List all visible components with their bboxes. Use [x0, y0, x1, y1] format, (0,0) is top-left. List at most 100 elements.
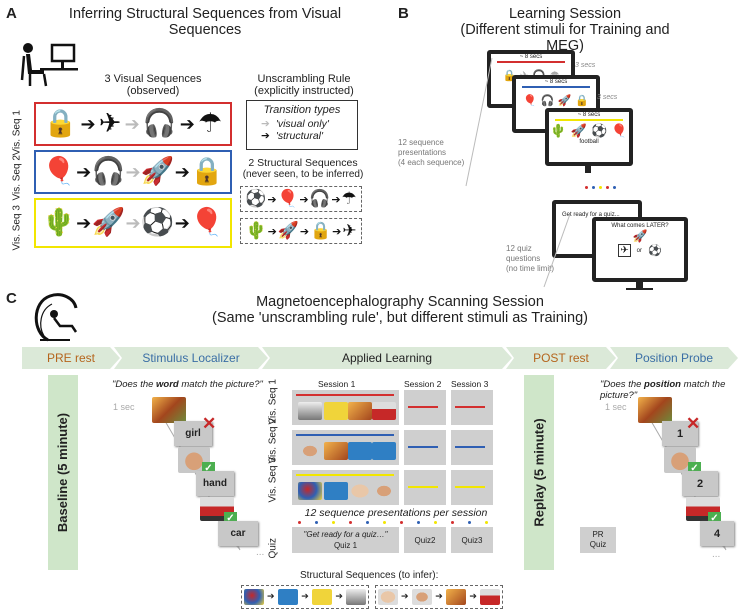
structural-item-icon: 🚀	[277, 221, 299, 241]
structural-sequence-1: ⚽➔🎈➔🎧➔☂	[240, 186, 362, 212]
session-1-seq-1	[292, 390, 399, 425]
session-3-label: Session 3	[451, 379, 489, 389]
pr-quiz-box: PR Quiz	[580, 527, 616, 553]
structural-item-icon: 🌵	[245, 221, 267, 241]
quiz-note: 12 quiz questions (no time limit)	[506, 244, 555, 273]
plant-icon: 🌵	[42, 207, 76, 238]
phase-post-rest: POST rest	[506, 347, 616, 369]
probe-ellipsis: ...	[712, 549, 721, 560]
progress-dots	[585, 186, 625, 189]
black-arrow-icon: ➔	[80, 113, 96, 135]
unscrambling-rule-header: Unscrambling Rule (explicitly instructed…	[254, 73, 354, 97]
presentations-per-session-note: 12 sequence presentations per session	[304, 507, 488, 519]
black-arrow-icon: ➔	[174, 161, 190, 183]
probe-position-card-2: 2	[682, 471, 718, 496]
structural-item-icon: 🎧	[309, 189, 331, 209]
session-3-seq-3	[451, 470, 493, 505]
transition-legend: Transition types ➔ 'visual only' ➔ 'stru…	[246, 100, 358, 150]
structural-item-icon: 🔒	[310, 221, 332, 241]
black-arrow-icon: ➔	[261, 130, 270, 142]
bracket-line	[465, 57, 493, 187]
structural-item-icon: ☂	[341, 189, 357, 209]
learning-screen-3: ~ 8 secs 🌵 🚀 ⚽ 🎈 football	[545, 108, 633, 166]
session-3-seq-1	[451, 390, 493, 425]
probe-autumn-forest-photo	[638, 397, 672, 423]
localizer-question: "Does the word match the picture?"	[112, 379, 263, 390]
quiz-2-box: Quiz2	[404, 527, 446, 553]
balloons-icon: 🎈	[190, 207, 224, 238]
black-arrow-icon: ➔	[331, 192, 341, 206]
umbrella-icon: ☂	[198, 108, 223, 139]
replay-bar: Replay (5 minute)	[524, 375, 554, 570]
session-1-label: Session 1	[318, 379, 356, 389]
person-in-meg-scanner-icon	[34, 293, 78, 342]
airplane-icon: ✈	[98, 108, 122, 139]
session-3-seq-2	[451, 430, 493, 465]
structural-sequence-2: 🌵➔🚀➔🔒➔✈	[240, 218, 362, 244]
quiz-bracket-line	[543, 213, 571, 288]
vis-seq-2-label: Vis. Seq 2	[11, 155, 23, 201]
legend-title: Transition types	[263, 104, 341, 116]
phase-applied-learning: Applied Learning	[262, 347, 512, 369]
black-arrow-icon: ➔	[299, 192, 309, 206]
vis-seq-3-label: Vis. Seq 3	[11, 205, 23, 251]
panel-c-letter: C	[6, 290, 17, 307]
visual-sequence-1: 🔒➔✈➔🎧➔☂	[34, 102, 232, 146]
localizer-one-sec: 1 sec	[113, 402, 135, 412]
rocket-icon: 🚀	[140, 156, 175, 187]
interval-label-1: 3 secs	[575, 62, 596, 69]
rocket-icon: 🚀	[91, 207, 126, 238]
black-arrow-icon: ➔	[332, 224, 342, 238]
headphones-icon: 🎧	[142, 108, 177, 139]
lock-icon: 🔒	[43, 108, 78, 139]
baseline-bar: Baseline (5 minute)	[48, 375, 78, 570]
black-arrow-icon: ➔	[179, 113, 195, 135]
grey-arrow-icon: ➔	[125, 212, 141, 234]
person-at-computer-icon	[20, 43, 78, 87]
session-1-seq-2	[292, 430, 399, 465]
quiz-3-box: Quiz3	[451, 527, 493, 553]
c-vis-seq-3-label: Vis. Seq 3	[267, 457, 279, 503]
quiz-1-box: "Get ready for a quiz…" Quiz 1	[292, 527, 399, 553]
structural-to-infer-2: ➔ ➔ ➔	[375, 585, 503, 609]
session-2-seq-3	[404, 470, 446, 505]
black-arrow-icon: ➔	[267, 192, 277, 206]
black-arrow-icon: ➔	[299, 224, 310, 238]
quiz-dots	[298, 521, 488, 524]
localizer-word-card-2: hand	[196, 471, 234, 496]
grey-arrow-icon: ➔	[261, 118, 270, 130]
localizer-ellipsis: ...	[256, 547, 265, 558]
black-arrow-icon: ➔	[174, 212, 190, 234]
localizer-word-card-3: car	[218, 521, 258, 546]
phase-position-probe: Position Probe	[610, 347, 738, 369]
panel-b-title: Learning Session (Different stimuli for …	[460, 6, 670, 54]
autumn-forest-photo	[152, 397, 186, 423]
quiz-option-airplane-icon[interactable]: ✈	[618, 244, 631, 257]
vis-seq-1-label: Vis. Seq 1	[11, 110, 23, 156]
visual-sequence-2: 🎈➔🎧➔🚀➔🔒	[34, 150, 232, 194]
panel-c-title: Magnetoencephalography Scanning Session …	[212, 294, 588, 326]
grey-arrow-icon: ➔	[124, 113, 140, 135]
incorrect-cross-icon: ✕	[202, 414, 217, 433]
visual-sequences-header: 3 Visual Sequences (observed)	[104, 73, 202, 97]
visual-sequence-3: 🌵➔🚀➔⚽➔🎈	[34, 198, 232, 248]
football-icon: ⚽	[140, 207, 175, 238]
structural-sequences-header: 2 Structural Sequences (never seen, to b…	[242, 157, 364, 180]
black-arrow-icon: ➔	[76, 161, 92, 183]
black-arrow-icon: ➔	[76, 212, 92, 234]
panel-a-letter: A	[6, 5, 17, 22]
quiz-option-football-icon[interactable]: ⚽	[648, 244, 662, 257]
lock-icon: 🔒	[190, 156, 224, 187]
black-arrow-icon: ➔	[267, 224, 277, 238]
probe-position-card-1: 1	[662, 421, 698, 446]
phase-pre-rest: PRE rest	[22, 347, 120, 369]
interval-label-2: 3 secs	[597, 94, 618, 101]
session-2-seq-2	[404, 430, 446, 465]
structural-item-icon: ✈	[342, 221, 357, 241]
balloons-icon: 🎈	[42, 156, 76, 187]
session-2-seq-1	[404, 390, 446, 425]
structural-to-infer-label: Structural Sequences (to infer):	[300, 570, 439, 581]
panel-b-letter: B	[398, 5, 409, 22]
probe-incorrect-cross-icon: ✕	[686, 414, 701, 433]
phase-stimulus-localizer: Stimulus Localizer	[114, 347, 268, 369]
